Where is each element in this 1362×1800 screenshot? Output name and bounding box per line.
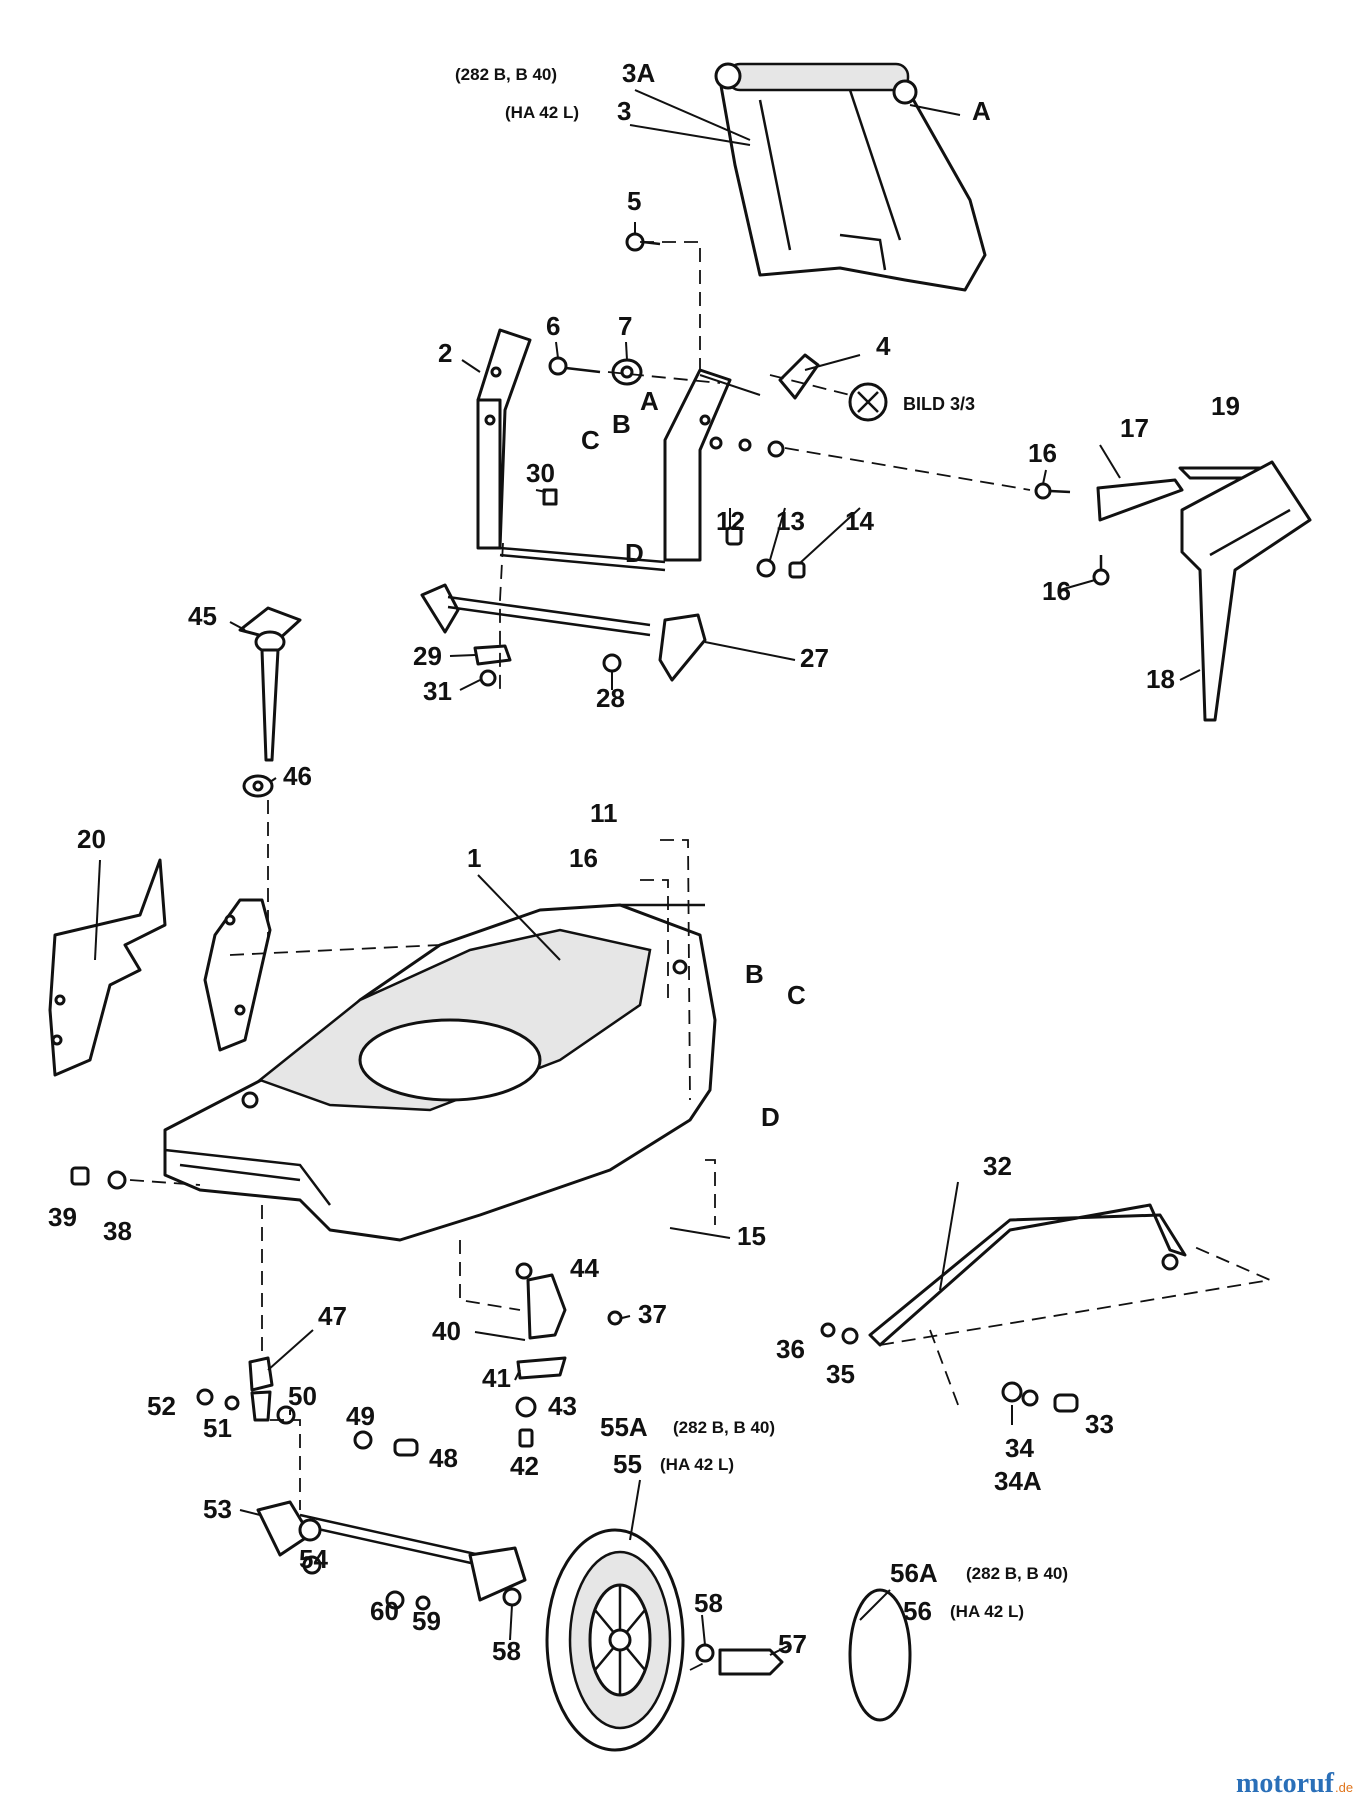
callout-c43: 43 <box>548 1391 577 1421</box>
callout-c55A: 55A <box>600 1412 648 1442</box>
grass-catcher <box>714 62 987 292</box>
callout-c13: 13 <box>776 506 805 536</box>
callout-c52: 52 <box>147 1391 176 1421</box>
callout-cD2: D <box>761 1102 780 1132</box>
callout-c18: 18 <box>1146 664 1175 694</box>
callout-c56note: (HA 42 L) <box>950 1602 1024 1621</box>
callout-c59: 59 <box>412 1606 441 1636</box>
front-axle-assembly <box>70 1166 623 1611</box>
callout-c16a: 16 <box>1028 438 1057 468</box>
callout-c2: 2 <box>438 338 452 368</box>
callout-c29: 29 <box>413 641 442 671</box>
callout-c3Anote: (282 B, B 40) <box>455 65 557 84</box>
callout-cA2: A <box>640 386 659 416</box>
callout-c5: 5 <box>627 186 641 216</box>
callout-cA1: A <box>972 96 991 126</box>
callout-c49: 49 <box>346 1401 375 1431</box>
callout-c6: 6 <box>546 311 560 341</box>
callout-c32: 32 <box>983 1151 1012 1181</box>
callout-c58b: 58 <box>492 1636 521 1666</box>
rear-axle-bracket <box>420 583 707 687</box>
callout-c16c: 16 <box>569 843 598 873</box>
callout-c16b: 16 <box>1042 576 1071 606</box>
callout-c27: 27 <box>800 643 829 673</box>
callout-c38: 38 <box>103 1216 132 1246</box>
callout-c45: 45 <box>188 601 217 631</box>
callout-c56A: 56A <box>890 1558 938 1588</box>
callout-c55note: (HA 42 L) <box>660 1455 734 1474</box>
callout-c34A: 34A <box>994 1466 1042 1496</box>
push-handle <box>820 1203 1274 1413</box>
side-discharge-flap <box>1034 460 1312 722</box>
callout-c57: 57 <box>778 1629 807 1659</box>
callout-cC1: C <box>581 425 600 455</box>
callout-c28: 28 <box>596 683 625 713</box>
callout-c34: 34 <box>1005 1433 1034 1463</box>
callout-c56Anote: (282 B, B 40) <box>966 1564 1068 1583</box>
callout-c7: 7 <box>618 311 632 341</box>
callout-c3: 3 <box>617 96 631 126</box>
callout-c11: 11 <box>590 798 618 828</box>
callout-c50: 50 <box>288 1381 317 1411</box>
callout-c35: 35 <box>826 1359 855 1389</box>
callout-c47: 47 <box>318 1301 347 1331</box>
callout-c55: 55 <box>613 1449 642 1479</box>
callout-c3A: 3A <box>622 58 655 88</box>
callout-c31: 31 <box>423 676 452 706</box>
height-adjust-lever <box>238 606 302 798</box>
watermark: motoruf .de <box>1236 1768 1353 1799</box>
callout-c44: 44 <box>570 1253 599 1283</box>
callout-cBILD: BILD 3/3 <box>903 394 975 414</box>
callout-cB2: B <box>745 959 764 989</box>
callout-c56: 56 <box>903 1596 932 1626</box>
callout-c51: 51 <box>203 1413 232 1443</box>
callout-c46: 46 <box>283 761 312 791</box>
callout-cC2: C <box>787 980 806 1010</box>
callout-c14: 14 <box>845 506 874 536</box>
rear-bracket-assembly <box>476 232 888 579</box>
rear-wheel <box>545 1528 912 1752</box>
callout-c58a: 58 <box>694 1588 723 1618</box>
callout-c54: 54 <box>299 1544 328 1574</box>
callout-c37: 37 <box>638 1299 667 1329</box>
callout-c42: 42 <box>510 1451 539 1481</box>
callout-c30: 30 <box>526 458 555 488</box>
callout-c36: 36 <box>776 1334 805 1364</box>
callout-c60: 60 <box>370 1596 399 1626</box>
assembly-guides <box>129 241 1031 1671</box>
callout-c15: 15 <box>737 1221 766 1251</box>
callout-c4: 4 <box>876 331 891 361</box>
callout-c55Anote: (282 B, B 40) <box>673 1418 775 1437</box>
callout-cD1: D <box>625 538 644 568</box>
callout-c19: 19 <box>1211 391 1240 421</box>
callout-c17: 17 <box>1120 413 1149 443</box>
leader-lines <box>94 89 1201 1656</box>
front-side-flap <box>48 858 272 1077</box>
callout-c53: 53 <box>203 1494 232 1524</box>
callout-c12: 12 <box>716 506 745 536</box>
watermark-tld: .de <box>1335 1780 1353 1795</box>
callout-cB1: B <box>612 409 631 439</box>
watermark-brand: motoruf <box>1236 1768 1335 1799</box>
mower-deck <box>163 903 717 1242</box>
callout-c48: 48 <box>429 1443 458 1473</box>
callout-c3note: (HA 42 L) <box>505 103 579 122</box>
callout-c41: 41 <box>482 1363 511 1393</box>
callout-c39: 39 <box>48 1202 77 1232</box>
callout-c20: 20 <box>77 824 106 854</box>
callout-c1: 1 <box>467 843 481 873</box>
callout-c40: 40 <box>432 1316 461 1346</box>
callout-c33: 33 <box>1085 1409 1114 1439</box>
